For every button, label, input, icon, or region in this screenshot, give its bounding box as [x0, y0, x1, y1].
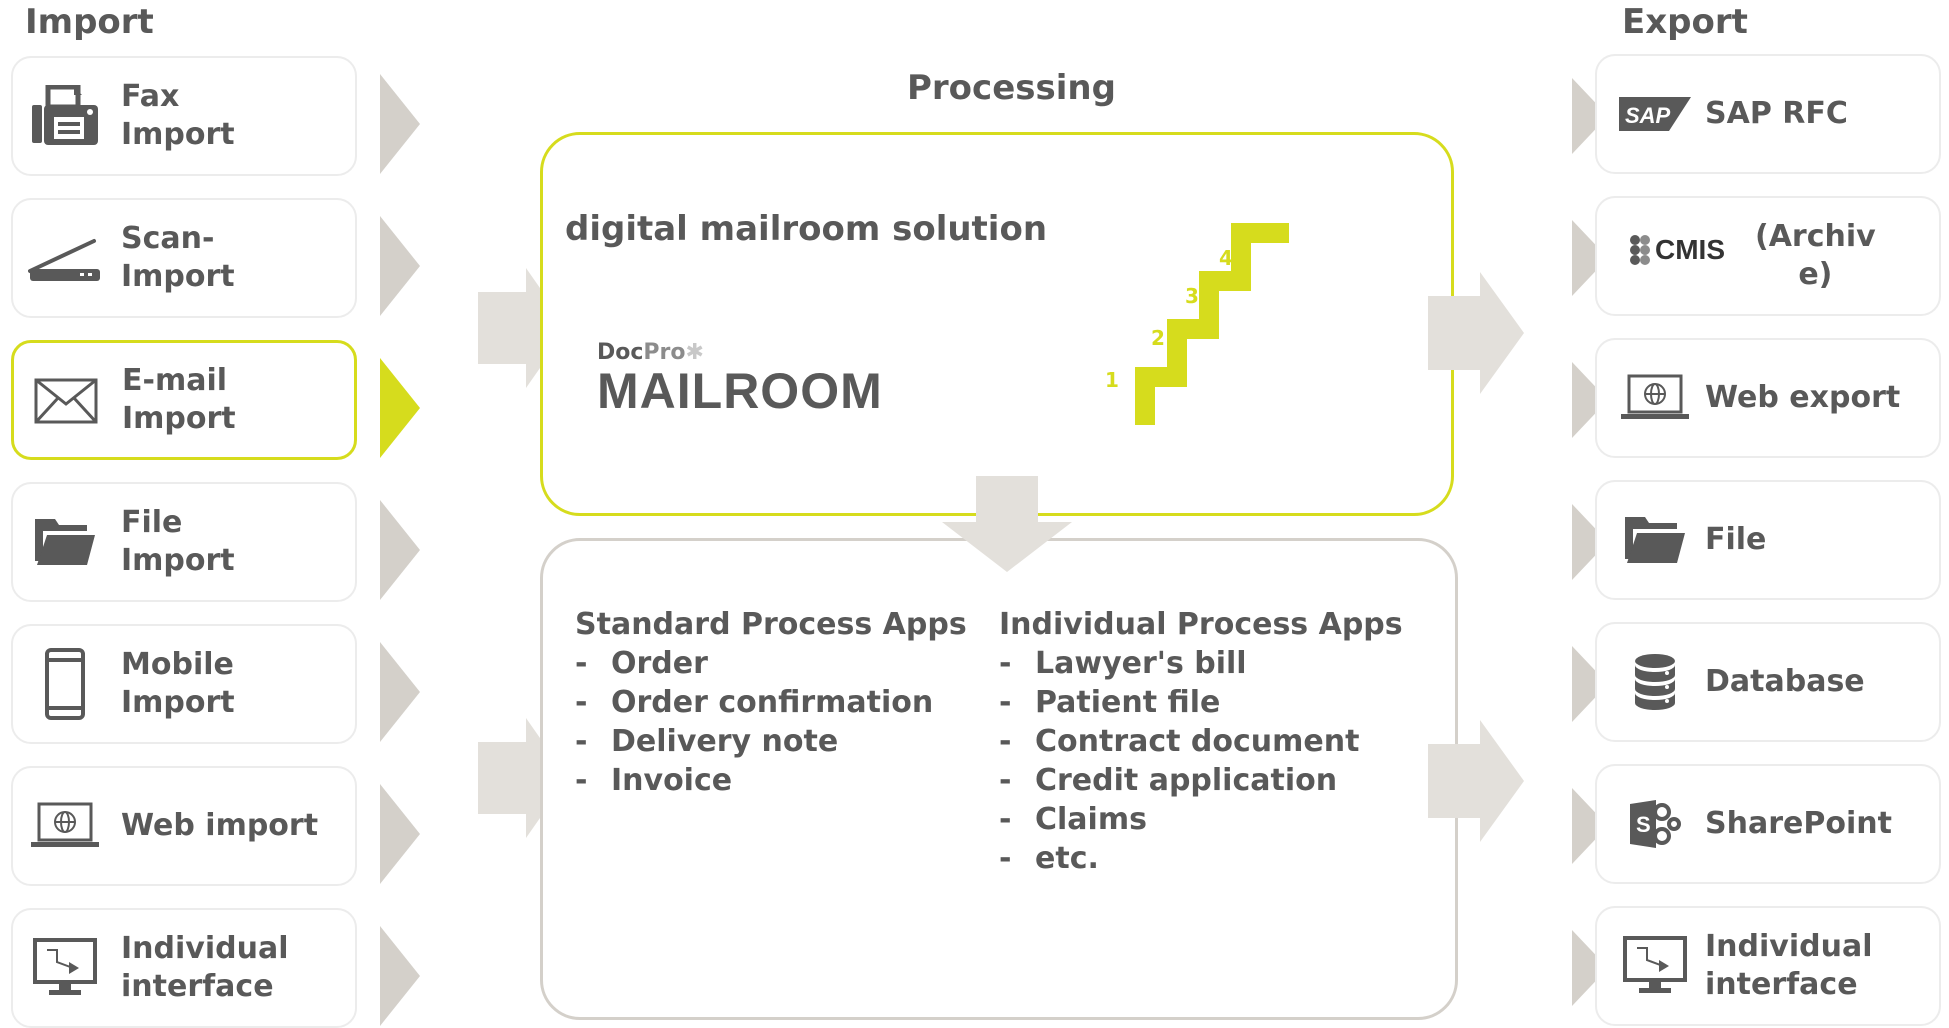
- processing-box: digital mailroom solution DocPro✱ MAILRO…: [540, 132, 1454, 516]
- interface-arrow: [380, 926, 420, 1026]
- individual-apps-column: Individual Process Apps Lawyer's bill Pa…: [999, 605, 1403, 878]
- staircase-graphic: 1 2 3 4: [1105, 223, 1289, 425]
- individual-apps-title: Individual Process Apps: [999, 607, 1403, 642]
- export-item-web[interactable]: Web export: [1595, 338, 1941, 458]
- item-label-line2: e): [1798, 257, 1833, 292]
- sharepoint-icon: S: [1613, 786, 1697, 862]
- laptop-globe-icon: [1613, 360, 1697, 436]
- list-item: Claims: [999, 800, 1403, 839]
- item-label-line2: Import: [122, 401, 236, 436]
- item-label-line2: interface: [121, 969, 274, 1004]
- import-item-web[interactable]: Web import: [11, 766, 357, 886]
- item-label-line1: Database: [1705, 664, 1865, 699]
- item-label-line2: Import: [121, 259, 235, 294]
- item-label-line1: Scan-: [121, 221, 215, 256]
- item-label-line1: Web import: [121, 808, 319, 843]
- monitor-interface-icon: [1613, 928, 1697, 1004]
- cmis-logo-text: CMIS: [1655, 234, 1725, 265]
- step-3: 3: [1185, 284, 1199, 308]
- sharepoint-logo-text: S: [1636, 812, 1651, 837]
- web-arrow: [380, 784, 420, 884]
- item-label-line1: File: [1705, 522, 1767, 557]
- logo-pro: Pro: [643, 340, 686, 365]
- sap-logo-icon: SAP: [1613, 76, 1697, 152]
- import-header: Import: [25, 2, 154, 42]
- list-item: etc.: [999, 839, 1403, 878]
- process-apps-box: Standard Process Apps Order Order confir…: [540, 538, 1458, 1020]
- mobile-arrow: [380, 642, 420, 742]
- item-label-line1: E-mail: [122, 363, 228, 398]
- item-label-line1: Mobile: [121, 647, 234, 682]
- processing-title: digital mailroom solution: [565, 209, 1048, 249]
- database-icon: [1613, 644, 1697, 720]
- list-item: Lawyer's bill: [999, 644, 1403, 683]
- email-arrow: [380, 358, 420, 458]
- folder-icon: [27, 504, 103, 580]
- down-arrow: [942, 476, 1072, 572]
- item-label-line1: (Archiv: [1755, 219, 1876, 254]
- item-label-line1: File: [121, 505, 183, 540]
- docpro-logo: DocPro✱ MAILROOM: [597, 340, 883, 419]
- export-item-sharepoint[interactable]: S SharePoint: [1595, 764, 1941, 884]
- export-item-file[interactable]: File: [1595, 480, 1941, 600]
- scan-arrow: [380, 216, 420, 316]
- sap-logo-text: SAP: [1625, 103, 1671, 128]
- list-item: Credit application: [999, 761, 1403, 800]
- export-item-database[interactable]: Database: [1595, 622, 1941, 742]
- item-label-line1: Individual: [121, 931, 289, 966]
- item-label-line1: SharePoint: [1705, 806, 1892, 841]
- list-item: Patient file: [999, 683, 1403, 722]
- standard-apps-column: Standard Process Apps Order Order confir…: [575, 605, 967, 800]
- item-label-line2: Import: [121, 117, 235, 152]
- logo-mailroom: MAILROOM: [597, 363, 883, 419]
- processing-header: Processing: [907, 68, 1116, 108]
- import-item-scan[interactable]: Scan-Import: [11, 198, 357, 318]
- logo-doc: Doc: [597, 340, 644, 365]
- item-label-line1: Individual: [1705, 929, 1873, 964]
- step-4: 4: [1219, 246, 1233, 270]
- step-1: 1: [1105, 368, 1119, 392]
- item-label-line2: interface: [1705, 967, 1858, 1002]
- item-label-line1: SAP RFC: [1705, 96, 1848, 131]
- file-arrow: [380, 500, 420, 600]
- item-label-line1: Web export: [1705, 380, 1901, 415]
- cmis-logo-icon: CMIS: [1627, 228, 1737, 272]
- list-item: Order confirmation: [575, 683, 967, 722]
- monitor-interface-icon: [27, 930, 103, 1006]
- scanner-icon: [27, 220, 103, 296]
- list-item: Order: [575, 644, 967, 683]
- outbound-arrow-bottom: [1428, 720, 1524, 842]
- item-label-line2: Import: [121, 543, 235, 578]
- laptop-globe-icon: [27, 788, 103, 864]
- export-item-sap[interactable]: SAP SAP RFC: [1595, 54, 1941, 174]
- list-item: Delivery note: [575, 722, 967, 761]
- item-label-line2: Import: [121, 685, 235, 720]
- fax-icon: [27, 78, 103, 154]
- mobile-icon: [27, 646, 103, 722]
- fax-arrow: [380, 74, 420, 174]
- list-item: Contract document: [999, 722, 1403, 761]
- folder-icon: [1613, 502, 1697, 578]
- list-item: Invoice: [575, 761, 967, 800]
- envelope-icon: [28, 363, 104, 439]
- asterisk-icon: ✱: [685, 340, 704, 365]
- item-label-line1: Fax: [121, 79, 180, 114]
- outbound-arrow-top: [1428, 272, 1524, 394]
- standard-apps-title: Standard Process Apps: [575, 607, 967, 642]
- step-2: 2: [1151, 326, 1165, 350]
